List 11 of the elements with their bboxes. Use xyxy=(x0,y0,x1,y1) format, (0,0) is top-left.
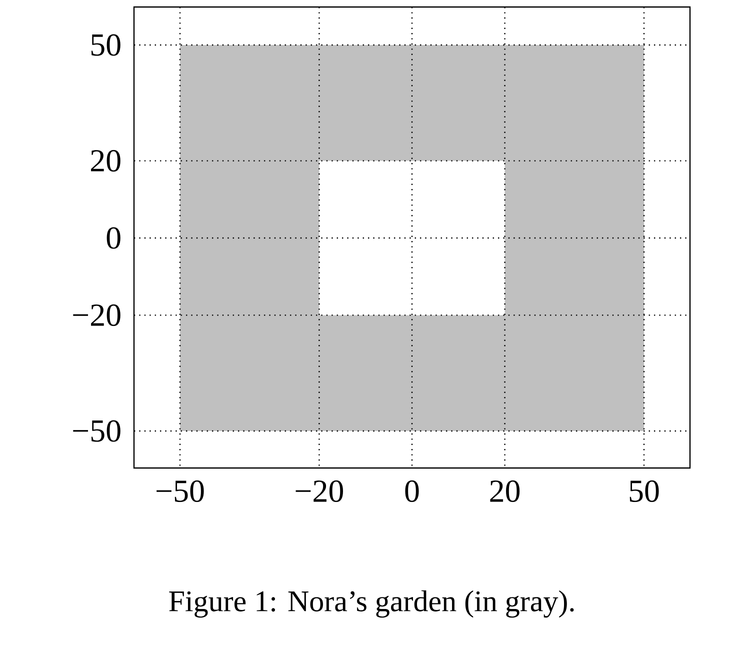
tick-label: −50 xyxy=(73,420,120,442)
caption: Figure 1: Nora’s garden (in gray). xyxy=(169,590,574,618)
tick-label: −20 xyxy=(73,304,120,326)
tick-label: 20 xyxy=(91,150,120,172)
tick-label: 50 xyxy=(630,480,659,502)
tick-label: −20 xyxy=(296,480,343,502)
tick-label: 50 xyxy=(91,34,120,56)
tick-label: 20 xyxy=(490,480,520,502)
tick-label: 0 xyxy=(106,227,120,249)
tick-label: −50 xyxy=(156,480,204,502)
tick-label: 0 xyxy=(405,480,419,502)
